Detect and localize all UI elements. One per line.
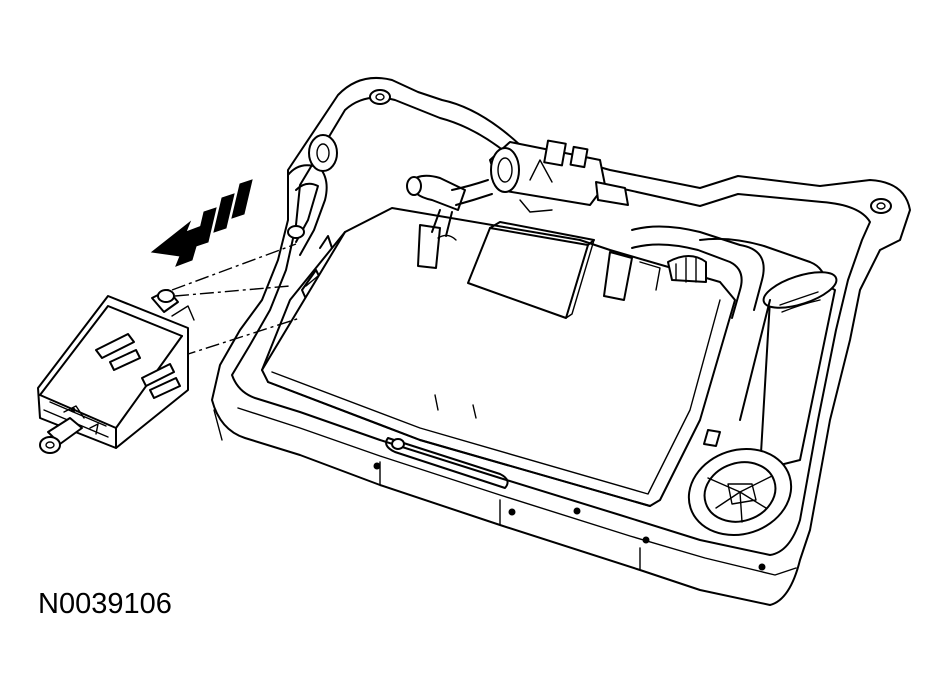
dust-filter-cylinder (687, 271, 838, 537)
mounting-hole-right (870, 198, 892, 214)
arrow-head-icon (150, 220, 203, 267)
evap-canister (261, 207, 736, 507)
rivet (573, 507, 581, 515)
solenoid-slot (149, 377, 181, 399)
canister-vent-solenoid (37, 289, 195, 454)
solenoid-slot (109, 349, 141, 371)
rivet (373, 462, 381, 470)
solenoid-nozzle-end (39, 436, 61, 454)
vent-tube-loop (308, 134, 338, 172)
purge-valve-cluster (406, 139, 629, 237)
valve-clip (543, 139, 567, 167)
vent-tube (287, 134, 338, 256)
removal-leader-lines (171, 243, 301, 357)
solenoid-slot (141, 363, 175, 387)
tray-slot (385, 437, 509, 489)
vent-tube-port (287, 225, 305, 239)
solenoid-slot (95, 333, 135, 359)
rivet (758, 563, 766, 571)
canister-label-plate (467, 221, 595, 319)
valve-clip (569, 145, 589, 169)
canister-rib (603, 251, 633, 301)
valve-connector (595, 181, 629, 206)
removal-direction-arrow (150, 179, 253, 267)
figure-reference-number: N0039106 (38, 588, 172, 620)
tube-fitting (667, 255, 707, 283)
rivet (642, 536, 650, 544)
rivet (508, 508, 516, 516)
mounting-hole-rear (369, 89, 391, 105)
